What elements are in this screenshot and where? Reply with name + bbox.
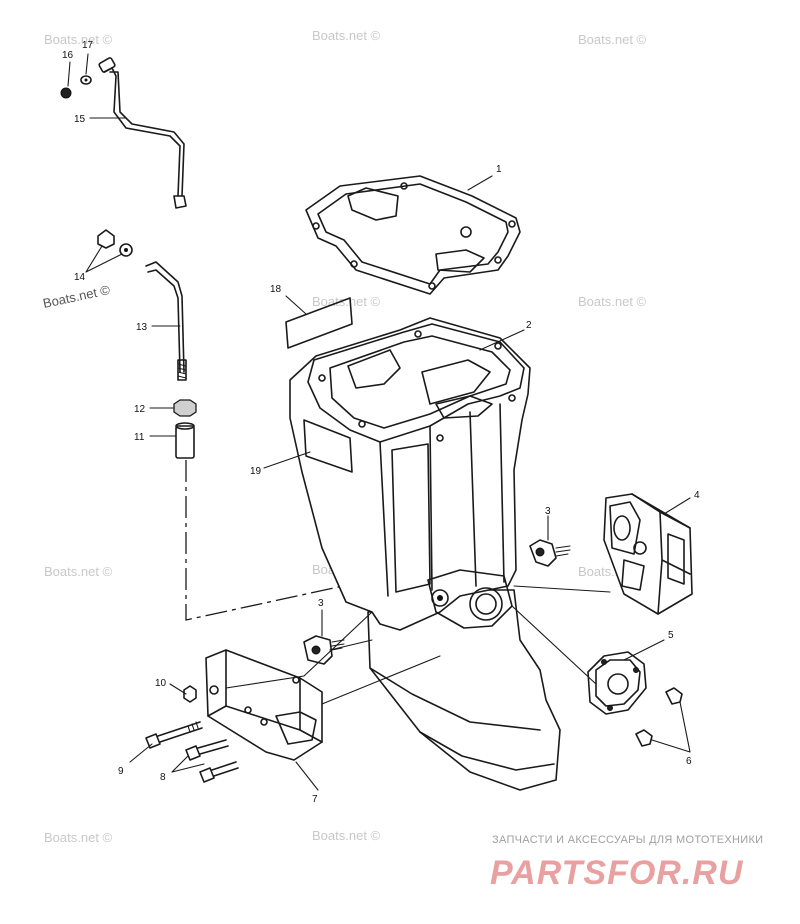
callout-12: 12: [134, 404, 146, 415]
assembly-line: [321, 655, 441, 705]
watermark: Boats.net ©: [44, 564, 113, 579]
callout-14: 14: [74, 272, 86, 283]
callout-17: 17: [82, 40, 94, 51]
watermark: Boats.net ©: [44, 830, 113, 845]
rubber-mount-part: [529, 539, 571, 567]
rubber-mount-part: [303, 635, 345, 665]
gasket-part: [305, 175, 521, 295]
brand-tagline: ЗАПЧАСТИ И АКСЕССУАРЫ ДЛЯ МОТОТЕХНИКИ: [492, 834, 763, 846]
nut-part: [173, 399, 197, 417]
callout-3: 3: [545, 506, 551, 517]
callout-6: 6: [686, 756, 692, 767]
watermark: Boats.net ©: [312, 28, 381, 43]
callout-16: 16: [62, 50, 74, 61]
brand-logo: PARTSFOR.RU: [490, 854, 744, 892]
bolt-part: [185, 739, 239, 783]
coupling-sleeve-part: [175, 422, 195, 459]
callout-9: 9: [118, 766, 124, 777]
assembly-line: [511, 605, 597, 685]
watermark: Boats.net ©: [312, 294, 381, 309]
callout-19: 19: [250, 466, 262, 477]
callout-11: 11: [134, 432, 145, 443]
watermark: Boats.net ©: [312, 828, 381, 843]
assembly-line: [329, 639, 373, 651]
callout-2: 2: [526, 320, 532, 331]
watermark: Boats.net ©: [44, 32, 113, 47]
bolt-part: [145, 721, 203, 749]
watermark: Boats.net ©: [578, 294, 647, 309]
callout-3: 3: [318, 598, 324, 609]
rod-part: [145, 261, 187, 381]
shift-rod-part: [98, 57, 187, 209]
screw-part: [97, 229, 133, 257]
watermark: Boats.net ©: [578, 32, 647, 47]
assembly-line: [513, 585, 611, 593]
callout-8: 8: [160, 772, 166, 783]
lower-mount-bracket-part: [205, 649, 323, 761]
callout-1: 1: [496, 164, 502, 175]
nut-part: [183, 685, 197, 703]
watermark: Boats.net ©: [42, 282, 112, 311]
nut-washer-part: [60, 75, 92, 99]
assembly-line: [225, 611, 373, 689]
screw-part: [635, 687, 683, 747]
decal-part: [285, 297, 353, 349]
upper-mount-part: [603, 493, 693, 615]
callout-labels: 1 2 3 3 4 5 6 7 8 9 10 11 12 13 14 15 16…: [62, 40, 700, 805]
partsfor-brand: ЗАПЧАСТИ И АКСЕССУАРЫ ДЛЯ МОТОТЕХНИКИ PA…: [490, 834, 763, 892]
callout-5: 5: [668, 630, 674, 641]
leader-lines: [67, 53, 691, 791]
callout-4: 4: [694, 490, 700, 501]
callout-7: 7: [312, 794, 318, 805]
callout-15: 15: [74, 114, 86, 125]
callout-10: 10: [155, 678, 167, 689]
pump-cover-part: [587, 651, 647, 715]
driveshaft-housing-part: [289, 317, 561, 791]
callout-18: 18: [270, 284, 282, 295]
callout-13: 13: [136, 322, 148, 333]
